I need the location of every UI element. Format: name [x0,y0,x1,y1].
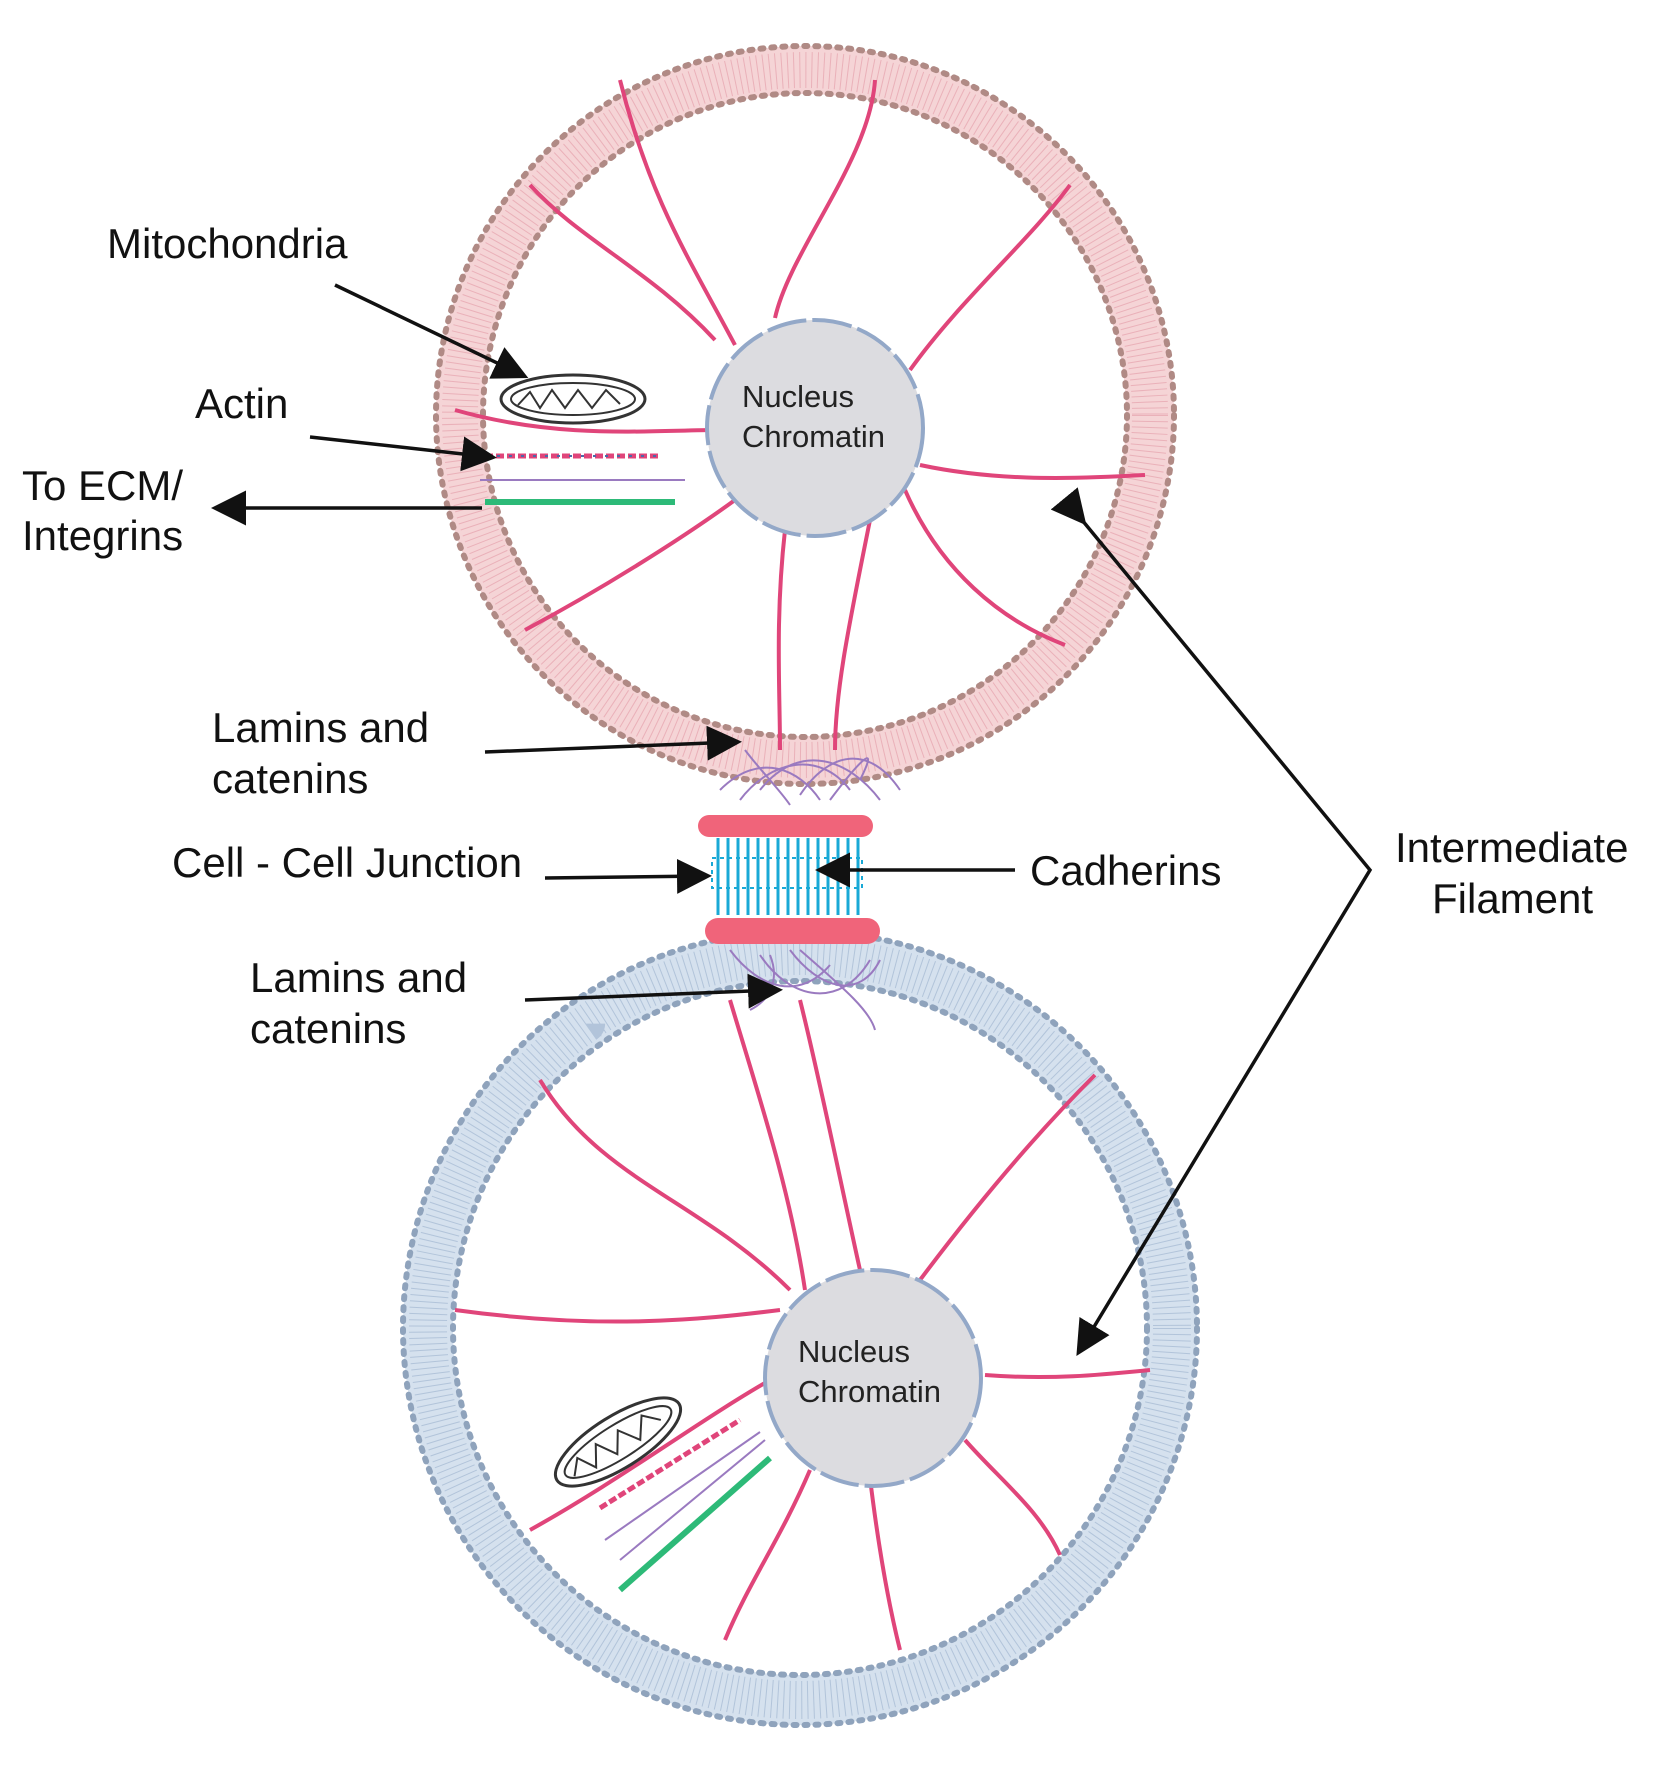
bottom-junction-plate [705,918,880,944]
lamins-top-label-line1: Lamins and [212,704,429,751]
bottom-actin-bundle [598,1417,772,1593]
bottom-nucleus-label-line2: Chromatin [798,1374,941,1409]
mitochondria-arrow [334,283,529,379]
top-cell-lipid-tails [442,52,1168,778]
bottom-nucleus-label-line1: Nucleus [798,1334,910,1369]
labels: Mitochondria Actin To ECM/ Integrins Lam… [22,220,1628,1052]
top-intermediate-filaments [454,79,1146,751]
mitochondria-label: Mitochondria [107,220,348,267]
cadherin-array [711,838,863,915]
actin-label: Actin [195,380,288,427]
cell-cell-junction-arrow [544,858,712,894]
lamins-bottom-label-line1: Lamins and [250,954,467,1001]
top-actin-bundle [480,453,685,505]
bottom-cell-membrane-inner [450,978,1150,1678]
top-nucleus-label-line2: Chromatin [742,419,885,454]
lamins-top-arrow [484,725,742,761]
top-cell: Nucleus Chromatin [433,43,1177,787]
lamins-top-label-line2: catenins [212,755,368,802]
to-ecm-label-line1: To ECM/ [22,462,183,509]
intermediate-filament-label-line2: Filament [1432,875,1593,922]
bottom-nucleus: Nucleus Chromatin [763,1268,983,1488]
top-cell-membrane-outer [433,43,1177,787]
top-junction-plate [698,815,873,837]
bottom-cell-lipid-tails [409,937,1191,1719]
to-ecm-label-line2: Integrins [22,512,183,559]
lamins-bottom-label-line2: catenins [250,1005,406,1052]
bottom-cell: Nucleus Chromatin [400,928,1200,1728]
top-catenin-tangle [719,749,901,806]
cell-cell-junction-label: Cell - Cell Junction [172,839,522,886]
intermediate-filament-bracket [1050,487,1373,1356]
actin-arrow [309,435,497,472]
cadherins-label: Cadherins [1030,847,1221,894]
top-cell-membrane-inner [480,90,1130,740]
pointer-arrows [211,283,1373,1356]
top-nucleus-label-line1: Nucleus [742,379,854,414]
top-nucleus: Nucleus Chromatin [705,318,925,538]
bottom-mitochondrion [553,1396,683,1488]
top-mitochondrion [499,373,647,425]
intermediate-filament-label-line1: Intermediate [1395,824,1628,871]
lamins-bottom-arrow [524,973,783,1009]
